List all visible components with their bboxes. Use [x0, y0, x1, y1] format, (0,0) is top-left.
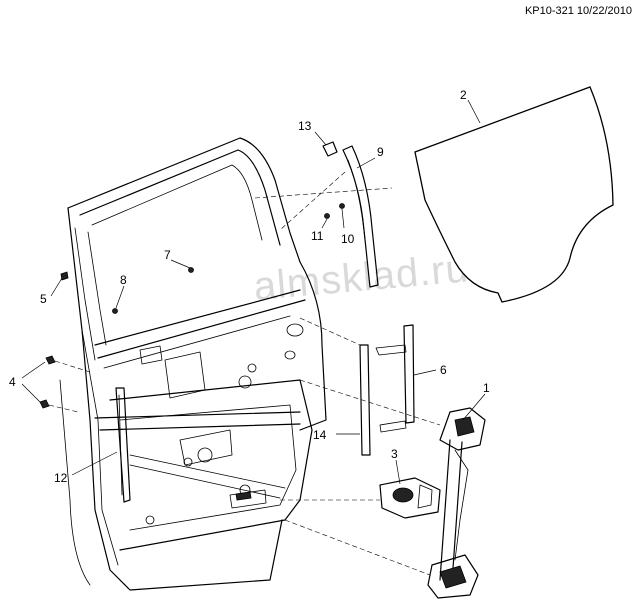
callout-11: 11 [311, 229, 324, 243]
rear-run-channel [115, 387, 131, 503]
callout-7: 7 [164, 248, 171, 262]
fastener-10 [339, 203, 345, 209]
callout-1: 1 [483, 381, 490, 395]
callout-8: 8 [120, 273, 127, 287]
callout-9: 9 [377, 145, 384, 159]
callout-13: 13 [298, 119, 312, 133]
callout-2: 2 [460, 88, 467, 102]
seal-clip [322, 141, 338, 157]
door-frame [59, 137, 327, 591]
callout-4: 4 [9, 375, 16, 389]
callout-5: 5 [40, 292, 47, 306]
nut-4-upper [45, 355, 56, 365]
window-regulator [427, 407, 486, 599]
nut-4-lower [39, 399, 50, 409]
callout-leaders [21, 99, 486, 485]
callout-6: 6 [440, 363, 447, 377]
door-glass [254, 86, 614, 303]
diagram-reference: KP10-321 10/22/2010 [525, 5, 632, 17]
glass-run-seal [342, 145, 379, 288]
callout-14: 14 [313, 428, 327, 442]
fastener-11 [324, 213, 330, 219]
watermark: almsklad.ru [252, 246, 471, 309]
guide-rails [359, 324, 415, 456]
regulator-motor [379, 477, 441, 519]
callout-12: 12 [54, 471, 68, 485]
fastener-7 [188, 267, 194, 273]
callout-3: 3 [391, 447, 398, 461]
callout-10: 10 [341, 232, 355, 246]
fastener-5 [60, 271, 69, 281]
fastener-8 [112, 308, 118, 314]
